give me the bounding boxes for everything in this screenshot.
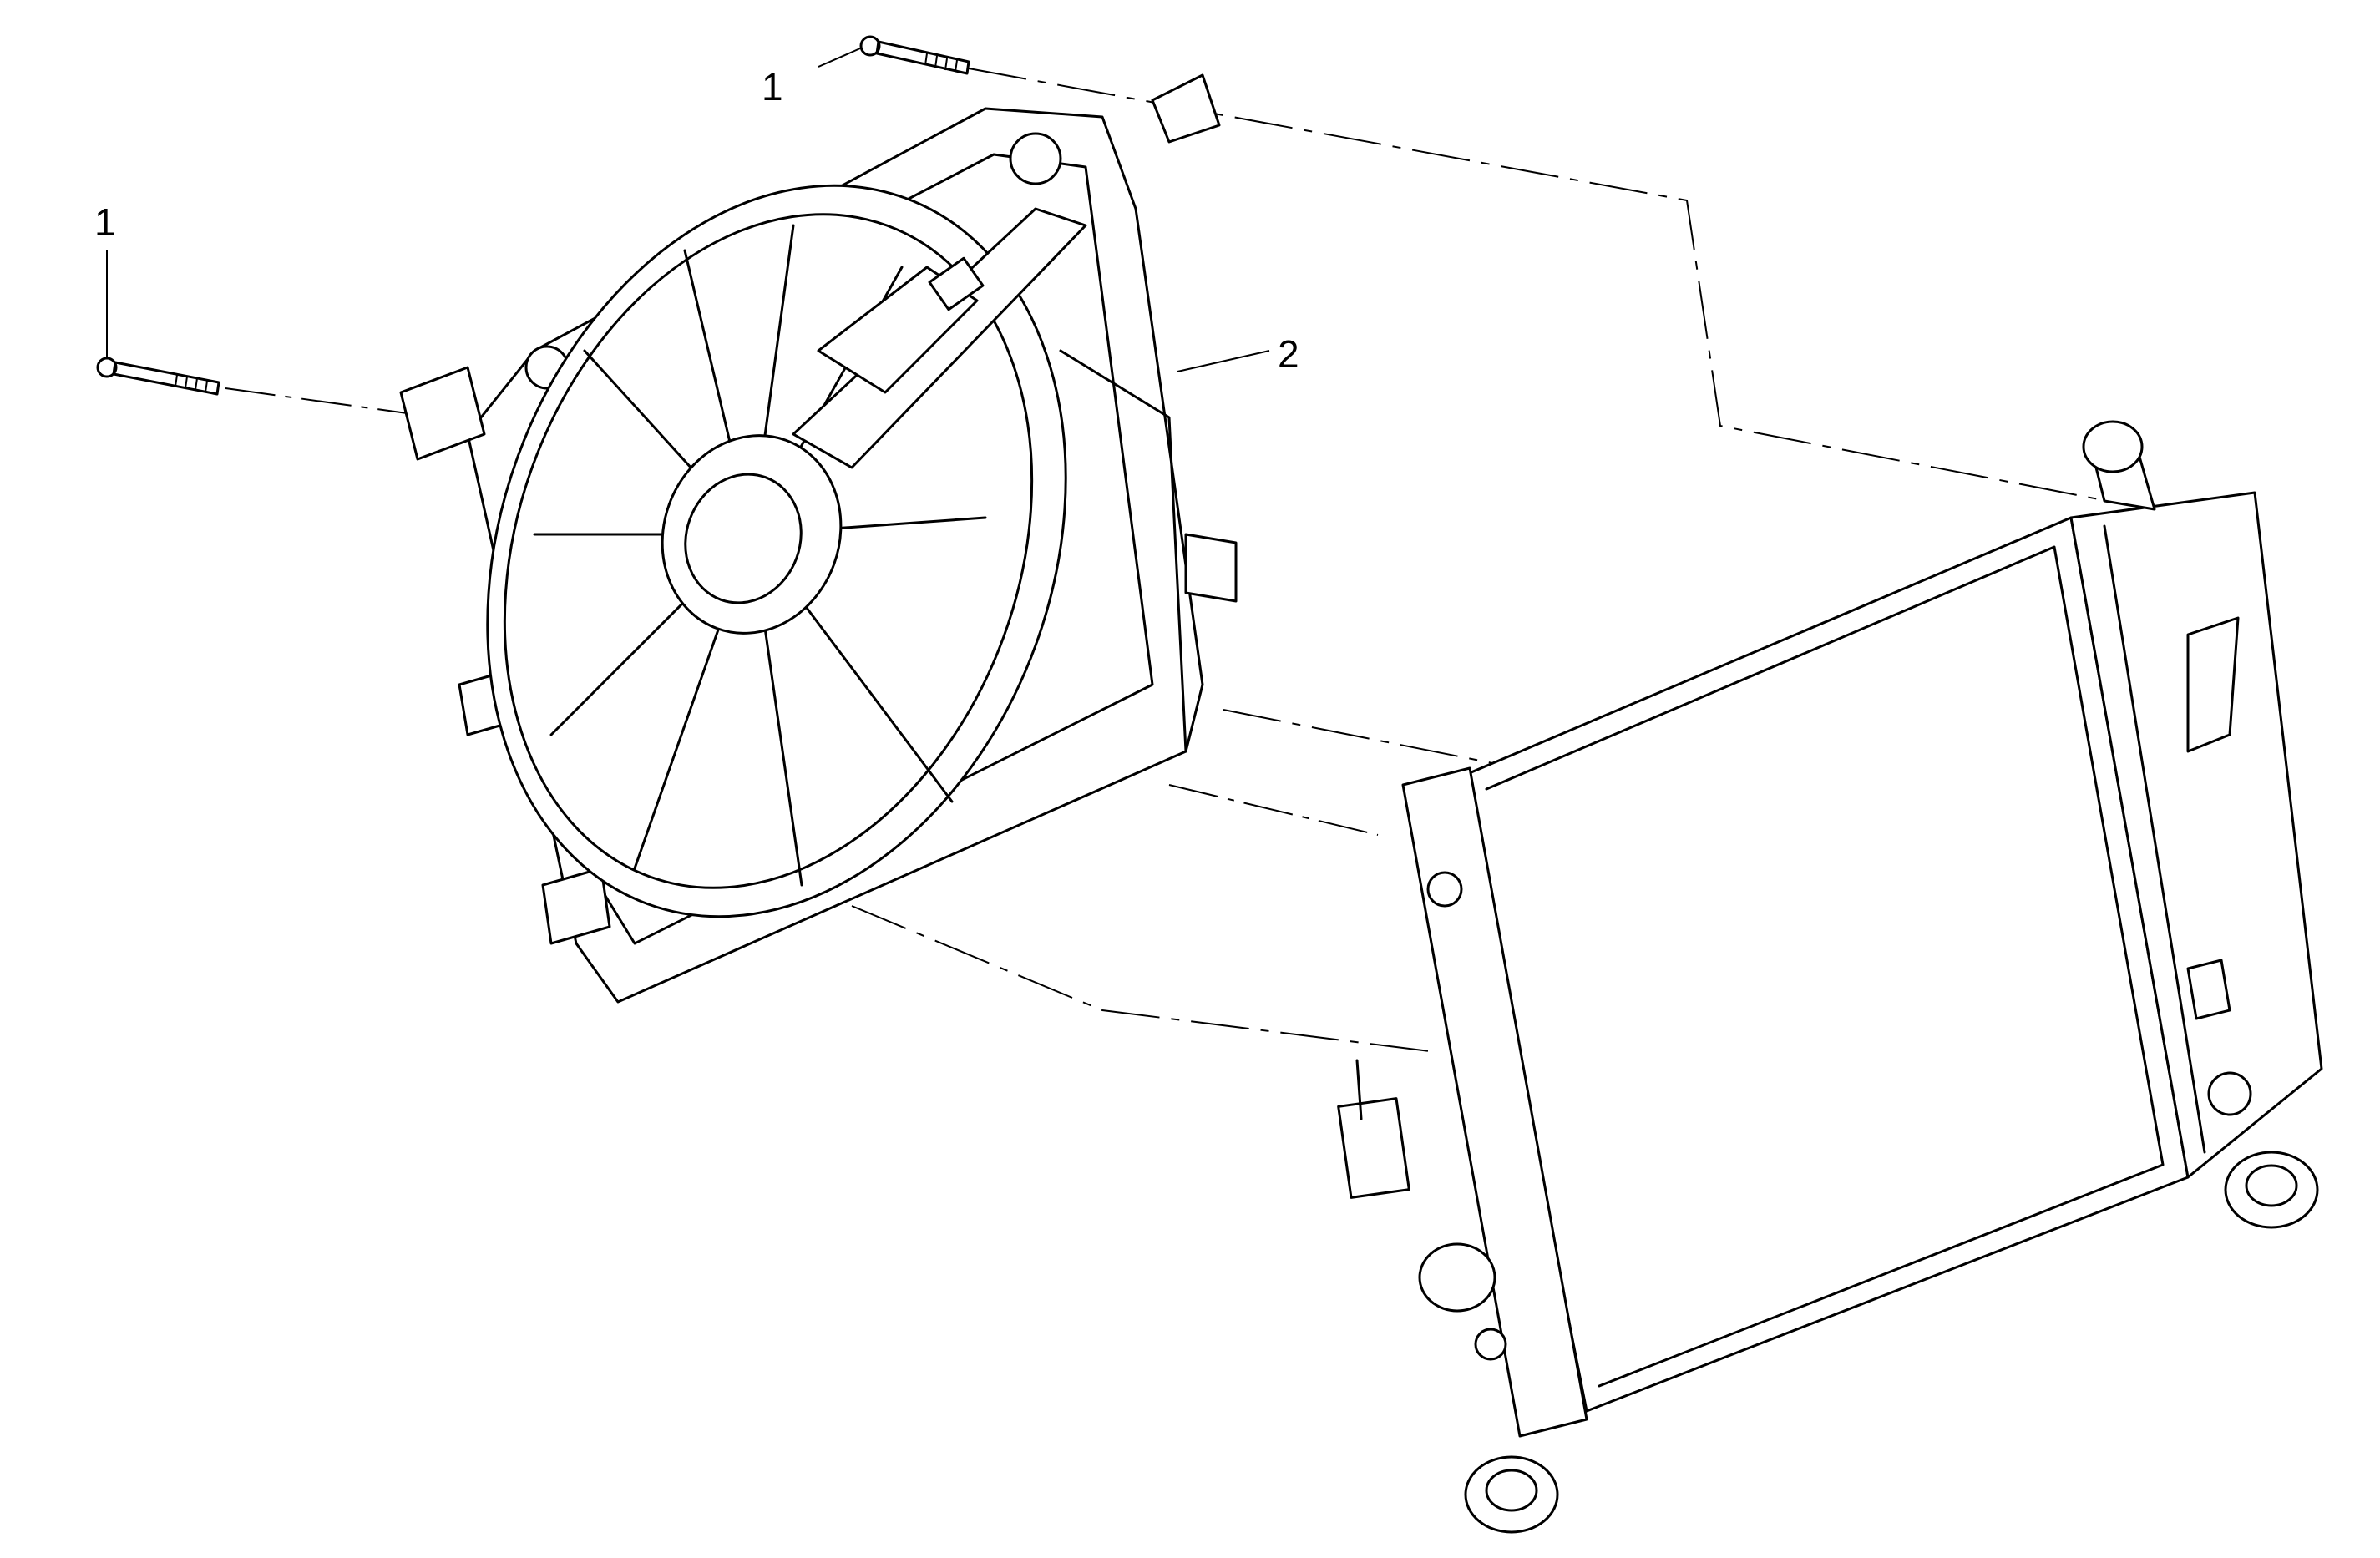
callout-2-fan-shroud: 2	[1278, 332, 1299, 376]
bolt-icon	[96, 357, 220, 396]
callout-1-left-bolt: 1	[94, 200, 116, 244]
radiator-icon	[1337, 420, 2323, 1534]
bolt-icon	[859, 35, 970, 75]
callout-1-upper-bolt: 1	[762, 65, 783, 109]
fan-shroud-icon	[399, 73, 1238, 1004]
callout-leaders	[106, 48, 1270, 372]
